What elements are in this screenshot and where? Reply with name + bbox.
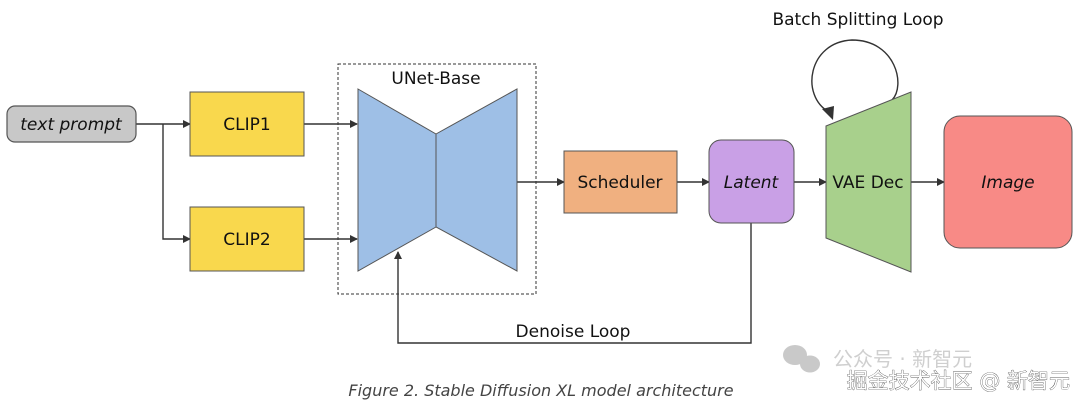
image-label: Image <box>981 173 1034 193</box>
scheduler-box <box>563 150 678 214</box>
clip1-label: CLIP1 <box>223 115 270 135</box>
clip1-box <box>189 91 305 157</box>
batch-splitting-loop-label: Batch Splitting Loop <box>772 10 943 30</box>
unet-base-label: UNet-Base <box>391 69 480 89</box>
clip2-box <box>189 206 305 272</box>
unet-encoder-shape <box>357 88 437 272</box>
figure-caption: Figure 2. Stable Diffusion XL model arch… <box>348 381 733 400</box>
batch-loop-arrowhead <box>822 106 834 120</box>
image-box <box>943 115 1073 249</box>
latent-box <box>708 139 795 224</box>
text-prompt-label: text prompt <box>20 115 123 135</box>
vae-decoder-shape <box>825 91 912 273</box>
unet-decoder-shape <box>435 88 518 272</box>
denoise-loop-label: Denoise Loop <box>516 322 631 342</box>
batch-splitting-loop-arc <box>811 39 899 113</box>
denoise-loop-line <box>394 223 752 344</box>
vae-decoder-label: VAE Dec <box>832 173 903 193</box>
scheduler-label: Scheduler <box>577 173 662 193</box>
wechat-icon <box>783 345 820 373</box>
arrow-prompt-to-clip2 <box>162 124 191 243</box>
watermark: 公众号 · 新智元 掘金技术社区 @ 新智元 <box>783 345 1070 393</box>
watermark-line2: 掘金技术社区 @ 新智元 <box>847 369 1070 393</box>
text-prompt-box <box>6 105 137 143</box>
latent-label: Latent <box>724 173 780 193</box>
connectors <box>136 39 945 344</box>
watermark-line1: 公众号 · 新智元 <box>833 347 972 371</box>
unet-base-group <box>337 63 537 295</box>
clip2-label: CLIP2 <box>223 230 270 250</box>
